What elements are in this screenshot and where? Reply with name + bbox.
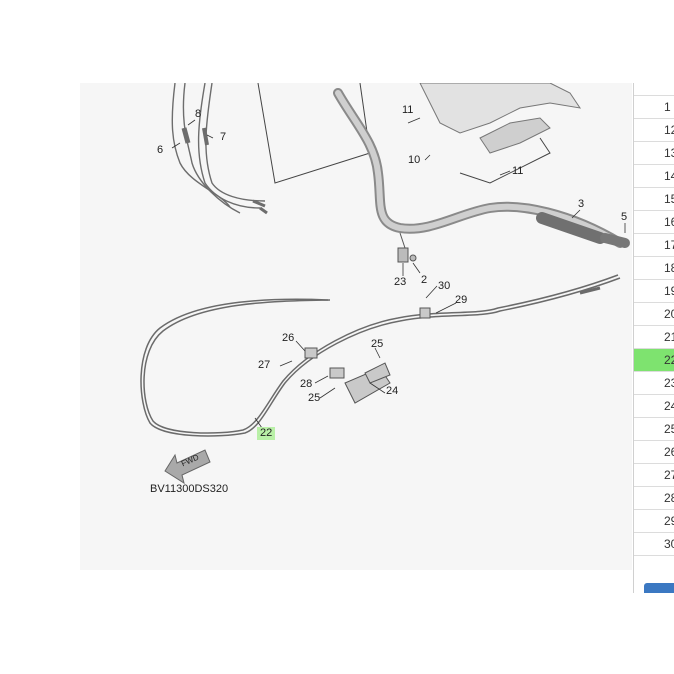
- callout-26: 26: [282, 332, 295, 344]
- callout-11-top: 11: [402, 104, 414, 116]
- table-row[interactable]: 30: [634, 533, 674, 556]
- table-row[interactable]: 23: [634, 372, 674, 395]
- table-row[interactable]: 15: [634, 188, 674, 211]
- table-row[interactable]: 14: [634, 165, 674, 188]
- parts-table: 112131415161718192021222324252627282930: [633, 83, 674, 593]
- table-row[interactable]: 27: [634, 464, 674, 487]
- table-row[interactable]: 26: [634, 441, 674, 464]
- callout-6: 6: [157, 144, 164, 156]
- callout-11-right: 11: [512, 165, 524, 177]
- handlebar-cable-illustration: [140, 83, 630, 485]
- table-row[interactable]: 1: [634, 96, 674, 119]
- table-row[interactable]: 13: [634, 142, 674, 165]
- callout-10: 10: [408, 154, 421, 166]
- table-row[interactable]: 22: [634, 349, 674, 372]
- table-header-row: [634, 83, 674, 96]
- callout-2: 2: [421, 274, 428, 286]
- callout-22-highlighted[interactable]: 22: [257, 427, 276, 440]
- callout-27: 27: [258, 359, 271, 371]
- table-row[interactable]: 19: [634, 280, 674, 303]
- table-row[interactable]: 20: [634, 303, 674, 326]
- diagram-code: BV11300DS320: [150, 483, 229, 495]
- parts-diagram: 8 7 6 11 10 11 3 5 2 23 30 29 26 25 27 2…: [80, 83, 632, 570]
- table-row[interactable]: 17: [634, 234, 674, 257]
- action-button[interactable]: [644, 583, 674, 593]
- callout-5: 5: [621, 211, 628, 223]
- callout-25-top: 25: [371, 338, 384, 350]
- table-row[interactable]: 16: [634, 211, 674, 234]
- table-row[interactable]: 12: [634, 119, 674, 142]
- table-row[interactable]: 21: [634, 326, 674, 349]
- table-row[interactable]: 29: [634, 510, 674, 533]
- table-row[interactable]: 24: [634, 395, 674, 418]
- callout-23: 23: [394, 276, 407, 288]
- table-row[interactable]: 18: [634, 257, 674, 280]
- callout-8: 8: [195, 108, 202, 120]
- callout-3: 3: [578, 198, 585, 210]
- callout-25-bottom: 25: [308, 392, 321, 404]
- fwd-arrow-icon: [164, 449, 211, 485]
- callout-30: 30: [438, 280, 451, 292]
- table-row[interactable]: 28: [634, 487, 674, 510]
- callout-7: 7: [220, 131, 227, 143]
- callout-29: 29: [455, 294, 468, 306]
- callout-28: 28: [300, 378, 313, 390]
- callout-24: 24: [386, 385, 399, 397]
- table-row[interactable]: 25: [634, 418, 674, 441]
